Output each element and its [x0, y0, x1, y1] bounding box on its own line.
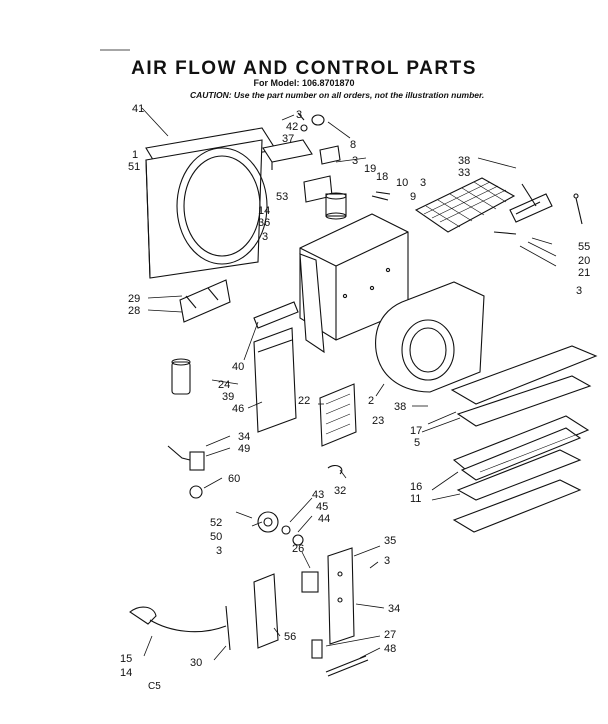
callout-3: 3	[296, 109, 302, 121]
model-number: For Model: 106.8701870	[253, 78, 355, 88]
callout-20: 20	[578, 255, 590, 267]
callout-34: 34	[388, 603, 400, 615]
callout-35: 35	[384, 535, 396, 547]
callout-33: 33	[458, 167, 470, 179]
callout-3: 3	[216, 545, 222, 557]
callout-30: 30	[190, 657, 202, 669]
callout-5: 5	[414, 437, 420, 449]
callout-9: 9	[410, 191, 416, 203]
callout-24: 24	[218, 379, 230, 391]
callout-32: 32	[334, 485, 346, 497]
callout-38: 38	[394, 401, 406, 413]
callout-3: 3	[384, 555, 390, 567]
page-code: C5	[148, 681, 161, 692]
callout-51: 51	[128, 161, 140, 173]
vertical-panel-part	[253, 573, 279, 649]
callout-23: 23	[372, 415, 384, 427]
capacitor-part	[171, 358, 191, 395]
callout-37: 37	[282, 133, 294, 145]
mounting-bracket-part	[262, 139, 313, 170]
callout-labels: 41 1 51 3 42 37 8 3 19 18 10 3 9 53 14 3…	[120, 103, 590, 679]
callout-3: 3	[420, 177, 426, 189]
callout-2: 2	[368, 395, 374, 407]
callout-28: 28	[128, 305, 140, 317]
relay-part	[303, 175, 391, 220]
callout-55: 55	[578, 241, 590, 253]
callout-8: 8	[350, 139, 356, 151]
callout-52: 52	[210, 517, 222, 529]
callout-46: 46	[232, 403, 244, 415]
callout-49: 49	[238, 443, 250, 455]
callout-40: 40	[232, 361, 244, 373]
fuse-part	[311, 639, 369, 677]
power-cord-part	[129, 605, 231, 651]
top-clips-part	[297, 112, 341, 165]
callout-21: 21	[578, 267, 590, 279]
callout-56: 56	[284, 631, 296, 643]
callout-39: 39	[222, 391, 234, 403]
base-panels-part	[450, 345, 598, 533]
callout-41: 41	[132, 103, 144, 115]
callout-48: 48	[384, 643, 396, 655]
leader-lines	[141, 107, 557, 661]
callout-34: 34	[238, 431, 250, 443]
callout-19: 19	[364, 163, 376, 175]
callout-10: 10	[396, 177, 408, 189]
callout-45: 45	[316, 501, 328, 513]
callout-15: 15	[120, 653, 132, 665]
front-frame-part	[145, 127, 277, 279]
callout-44: 44	[318, 513, 330, 525]
callout-3: 3	[576, 285, 582, 297]
callout-22: 22	[298, 395, 310, 407]
blower-housing-part	[299, 213, 409, 354]
callout-17: 17	[410, 425, 422, 437]
callout-14: 14	[258, 205, 270, 217]
callout-38: 38	[458, 155, 470, 167]
callout-43: 43	[312, 489, 324, 501]
callout-42: 42	[286, 121, 298, 133]
callout-3: 3	[262, 231, 268, 243]
callout-11: 11	[410, 493, 421, 505]
callout-26: 26	[292, 543, 304, 555]
callout-29: 29	[128, 293, 140, 305]
control-assembly-part	[493, 183, 583, 235]
control-board-part	[301, 547, 355, 645]
side-panel-part	[253, 327, 297, 433]
filter-part	[319, 383, 357, 447]
callout-3: 3	[352, 155, 358, 167]
fan-motor-part	[257, 511, 304, 546]
callout-16: 16	[410, 481, 422, 493]
blower-scroll-part	[375, 281, 485, 393]
caution-note: CAUTION: Use the part number on all orde…	[190, 90, 485, 100]
evaporator-grid-part	[414, 177, 516, 233]
callout-14: 14	[120, 667, 132, 679]
callout-60: 60	[228, 473, 240, 485]
page-title: AIR FLOW AND CONTROL PARTS	[131, 58, 477, 79]
thermostat-part	[167, 445, 343, 499]
callout-36: 36	[258, 217, 270, 229]
callout-18: 18	[376, 171, 388, 183]
side-bracket-part	[179, 279, 231, 323]
rail-part	[253, 301, 299, 329]
callout-50: 50	[210, 531, 222, 543]
callout-1: 1	[132, 149, 138, 161]
callout-27: 27	[384, 629, 396, 641]
callout-53: 53	[276, 191, 288, 203]
